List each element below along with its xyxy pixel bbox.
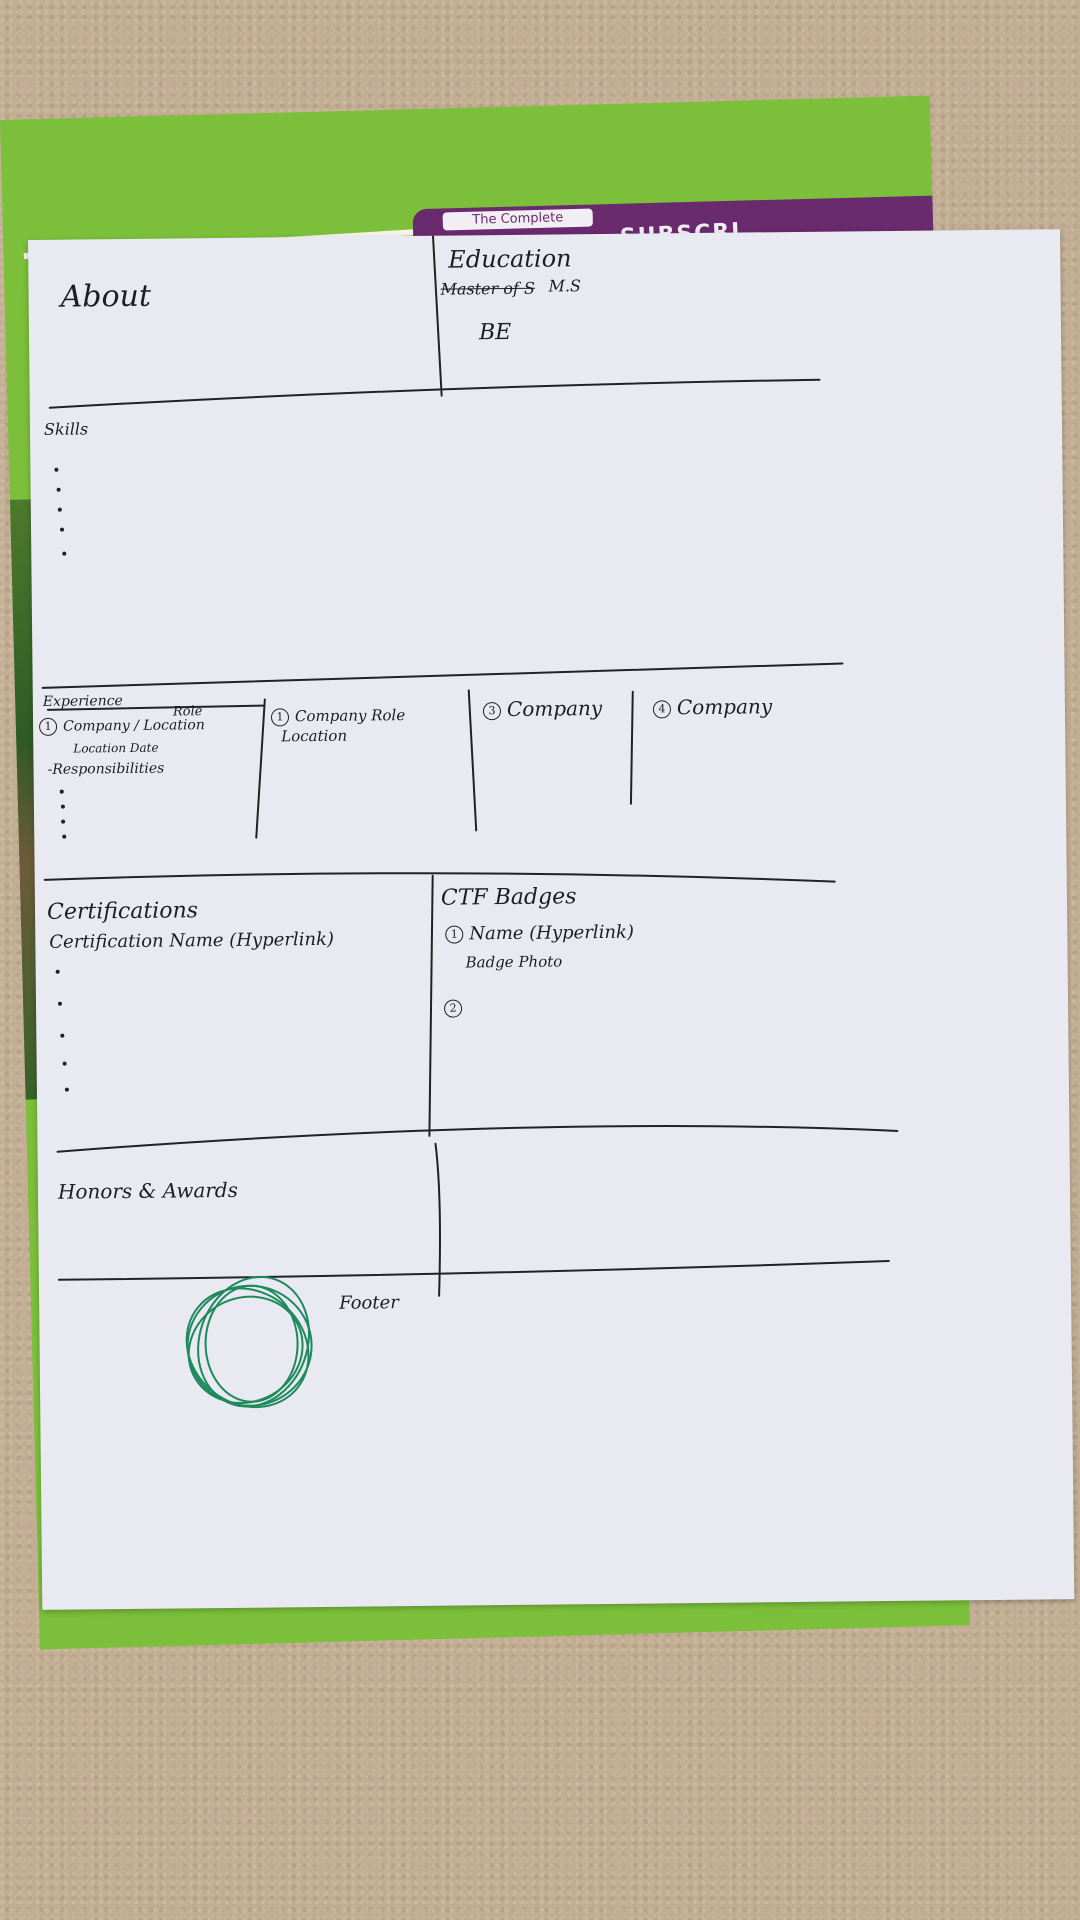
- ctf-number-2: 2: [443, 999, 463, 1018]
- education-line-1: Master of S: [440, 278, 536, 299]
- about-title: About: [60, 278, 152, 315]
- certification-bullet: [55, 969, 60, 974]
- experience-number-4: 4: [652, 699, 672, 718]
- top-section-line: [48, 378, 821, 409]
- experience-col1-role: Role: [172, 704, 203, 720]
- skills-bullet: [60, 527, 65, 532]
- certification-bullet: [64, 1087, 69, 1092]
- experience-col3-company: Company: [506, 696, 603, 722]
- sketch-paper: About Education Master of S M.S BE Skill…: [28, 229, 1075, 1610]
- experience-divider-1: [255, 698, 266, 839]
- green-scribble: [185, 1275, 313, 1409]
- skills-bullet: [62, 551, 67, 556]
- about-education-divider: [431, 234, 443, 397]
- experience-divider-2: [467, 689, 478, 832]
- experience-col1-line2: Location Date: [73, 740, 159, 756]
- certification-bullet: [60, 1033, 65, 1038]
- experience-bullet: [59, 789, 64, 794]
- experience-col4-company: Company: [676, 694, 773, 720]
- ctf-badge-2: 2: [443, 999, 468, 1018]
- cert-section-line: [56, 1125, 899, 1153]
- cert-ctf-divider: [428, 874, 434, 1137]
- experience-bullet: [61, 819, 66, 824]
- experience-number-3: 3: [482, 701, 502, 720]
- ctf-number-1: 1: [445, 925, 464, 944]
- experience-divider-3: [629, 690, 634, 805]
- experience-bullet: [62, 834, 67, 839]
- footer-section-line: [57, 1260, 890, 1281]
- experience-col1-company: Company / Location: [63, 717, 205, 735]
- experience-bullet: [60, 804, 65, 809]
- certification-bullet: [62, 1061, 67, 1066]
- experience-number-1: 1: [39, 717, 58, 736]
- skills-section-line: [41, 662, 844, 689]
- skills-title: Skills: [43, 419, 89, 439]
- footer-title: Footer: [339, 1292, 399, 1314]
- experience-title: Experience: [42, 693, 123, 710]
- experience-section-line: [43, 872, 836, 883]
- skills-bullet: [56, 487, 61, 492]
- ctf-badge-name: 1 Name (Hyperlink): [445, 922, 634, 945]
- sketch-lines: [41, 234, 899, 1409]
- ctf-badges-title: CTF Badges: [440, 884, 577, 911]
- skills-bullet: [57, 507, 62, 512]
- ctf-badge-name-text: Name (Hyperlink): [469, 921, 635, 945]
- skills-bullet: [54, 467, 59, 472]
- experience-number-2: 1: [270, 708, 290, 727]
- certification-bullet: [57, 1001, 63, 1006]
- experience-col2-line2: Location: [281, 726, 348, 746]
- education-title: Education: [448, 244, 572, 274]
- ctf-badge-photo: Badge Photo: [465, 952, 563, 972]
- experience-col1-responsibilities: -Responsibilities: [47, 760, 165, 778]
- certification-item: Certification Name (Hyperlink): [49, 928, 335, 953]
- certifications-title: Certifications: [46, 898, 199, 925]
- education-line-3: BE: [478, 319, 512, 346]
- education-line-2: M.S: [548, 276, 582, 296]
- honors-title: Honors & Awards: [57, 1177, 239, 1204]
- experience-title-underline: [46, 704, 264, 711]
- experience-col2-company: Company Role: [294, 706, 406, 726]
